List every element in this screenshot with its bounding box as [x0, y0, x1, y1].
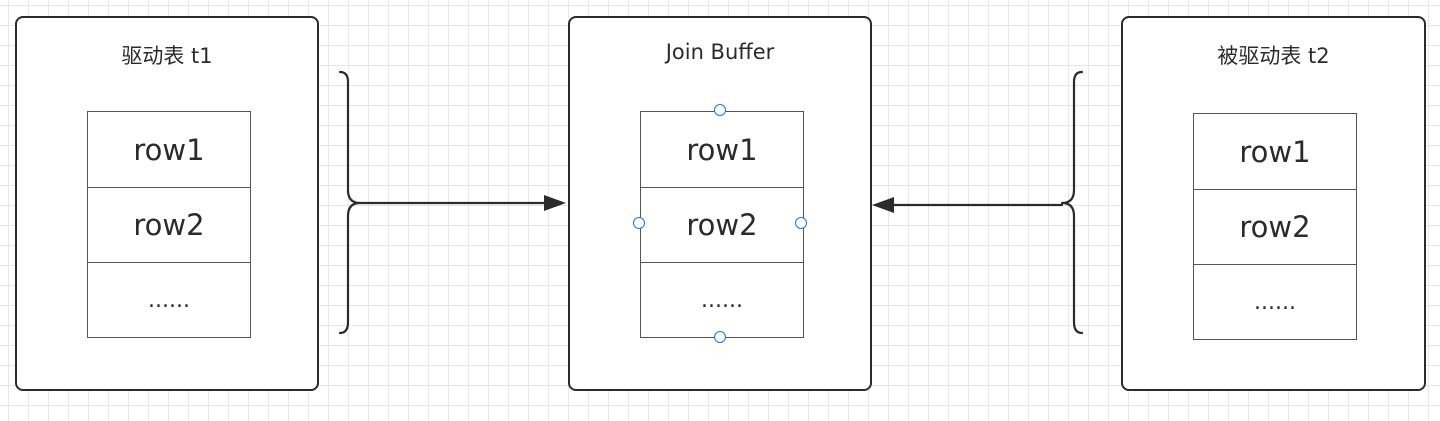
join-buffer-row-1: row1 [686, 132, 758, 167]
driven-row-table: row1 row2 ...... [1193, 113, 1357, 340]
right-arrowhead [872, 197, 894, 213]
driver-row-more: ...... [88, 262, 250, 337]
driven-row-1: row1 [1239, 134, 1311, 169]
selection-handle-bottom[interactable] [714, 331, 726, 343]
right-brace [1060, 70, 1084, 335]
left-brace [338, 70, 362, 335]
join-buffer-panel[interactable]: Join Buffer row1 row2 ...... [568, 16, 872, 391]
selection-handle-right[interactable] [795, 217, 807, 229]
driven-row-2: row2 [1194, 189, 1356, 264]
join-buffer-row-table[interactable]: row1 row2 ...... [640, 111, 804, 338]
driver-row-2: row2 [88, 187, 250, 262]
driver-row-1: row1 [133, 132, 205, 167]
join-buffer-row-more: ...... [641, 262, 803, 337]
driver-table-title: 驱动表 t1 [121, 44, 213, 68]
join-buffer-title: Join Buffer [665, 40, 775, 64]
selection-handle-left[interactable] [633, 217, 645, 229]
driven-table-panel[interactable]: 被驱动表 t2 row1 row2 ...... [1121, 16, 1426, 391]
driven-table-title: 被驱动表 t2 [1217, 44, 1330, 68]
driver-row-table: row1 row2 ...... [87, 111, 251, 338]
driven-row-more: ...... [1194, 264, 1356, 339]
selection-handle-top[interactable] [714, 104, 726, 116]
join-buffer-row-2: row2 [641, 187, 803, 262]
driver-table-panel[interactable]: 驱动表 t1 row1 row2 ...... [15, 16, 319, 391]
left-arrowhead [544, 195, 566, 211]
